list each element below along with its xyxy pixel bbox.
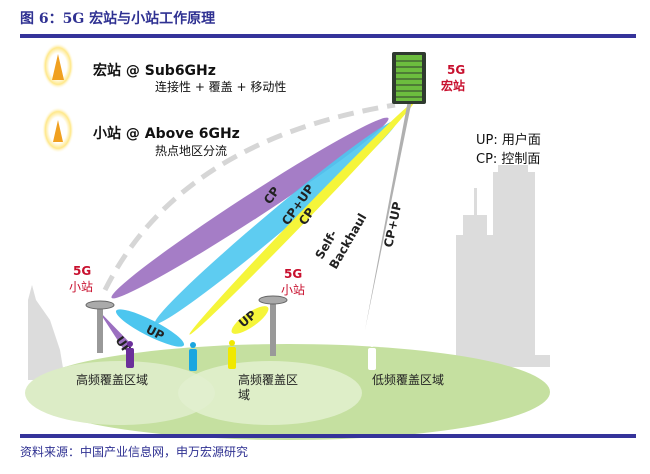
figure-source: 资料来源：中国产业信息网，申万宏源研究 xyxy=(20,445,249,459)
macro-name-label: 宏站 xyxy=(441,78,465,93)
small2-name-label: 小站 xyxy=(281,283,305,297)
city-buildings xyxy=(28,165,550,380)
dashed-link xyxy=(102,102,396,292)
low-area-label: 低频覆盖区域 xyxy=(372,373,444,387)
macro-title: 宏站 @ Sub6GHz xyxy=(93,62,216,79)
user-white xyxy=(368,341,376,370)
beam-up-blue xyxy=(115,309,185,347)
bottom-divider xyxy=(20,434,636,438)
user-blue xyxy=(189,342,197,371)
user-yellow xyxy=(228,340,236,369)
high-frequency-area-2 xyxy=(178,361,362,425)
small-cell-1 xyxy=(85,300,115,353)
high-area-2-label-line2: 域 xyxy=(238,388,250,402)
high-area-2-label-line1: 高频覆盖区 xyxy=(238,372,298,387)
small-cell-antenna-icon xyxy=(42,107,74,153)
user-purple xyxy=(126,341,134,368)
macro-desc: 连接性 + 覆盖 + 移动性 xyxy=(155,79,286,94)
small-cell-2 xyxy=(258,295,288,356)
small2-5g-label: 5G xyxy=(284,267,302,281)
beam-blue-cpup xyxy=(154,120,398,324)
macro-tower-icon xyxy=(42,43,74,89)
small-title: 小站 @ Above 6GHz xyxy=(93,125,240,142)
beam-gray-backhaul xyxy=(365,100,412,330)
macro-5g-label: 5G xyxy=(447,63,465,77)
high-frequency-area-1 xyxy=(25,361,215,425)
small-desc: 热点地区分流 xyxy=(155,144,227,158)
up-definition: UP: 用户面 xyxy=(476,132,541,148)
high-area-1-label: 高频覆盖区域 xyxy=(76,372,148,387)
beam-purple-cp xyxy=(111,117,389,299)
cp-definition: CP: 控制面 xyxy=(476,152,540,167)
macro-station-icon xyxy=(392,52,426,104)
beam-up-yellow xyxy=(231,306,269,334)
top-divider xyxy=(20,34,636,38)
small1-name-label: 小站 xyxy=(69,280,93,294)
beam-yellow-cp xyxy=(189,101,415,335)
figure-title: 图 6：5G 宏站与小站工作原理 xyxy=(20,11,216,27)
beam-up-purple xyxy=(98,310,132,350)
small1-5g-label: 5G xyxy=(73,264,91,278)
